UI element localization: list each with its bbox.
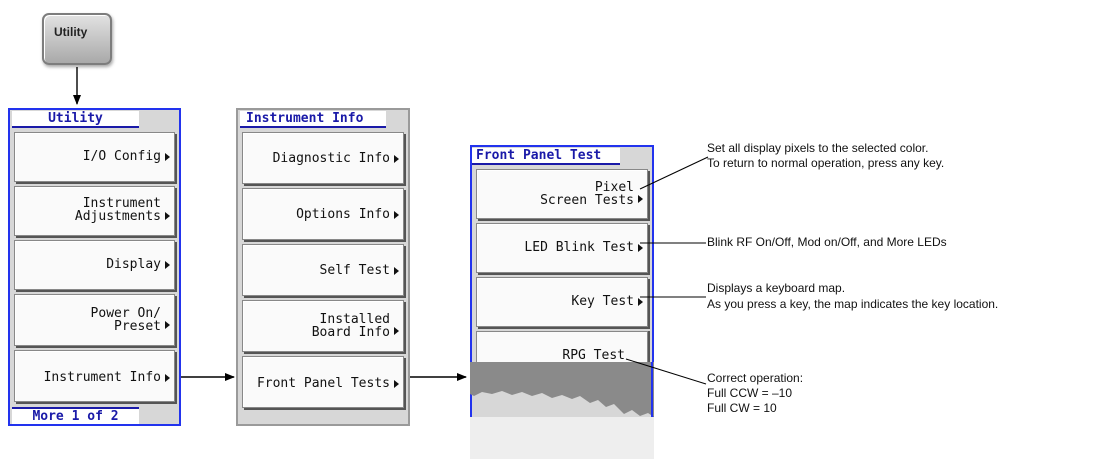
self-test-key[interactable]: Self Test — [242, 244, 404, 296]
torn-edge — [470, 362, 654, 417]
diagnostic-info-key[interactable]: Diagnostic Info — [242, 132, 404, 184]
utility-hardkey-label: Utility — [54, 25, 88, 39]
more-page-label: More 1 of 2 — [12, 407, 139, 424]
pixel-note-line1: Set all display pixels to the selected c… — [707, 141, 929, 155]
diagnostic-info-label: Diagnostic Info — [272, 151, 390, 166]
key-test-key[interactable]: Key Test — [476, 277, 648, 327]
submenu-arrow-icon — [165, 374, 170, 382]
led-note: Blink RF On/Off, Mod on/Off, and More LE… — [707, 235, 947, 249]
display-key[interactable]: Display — [14, 240, 175, 290]
utility-hardkey[interactable]: Utility — [42, 13, 112, 65]
instrument-info-label: Instrument Info — [43, 370, 161, 385]
instrument-info-tab: Instrument Info — [238, 110, 408, 128]
front-panel-tests-key[interactable]: Front Panel Tests — [242, 356, 404, 408]
key-note-line1: Displays a keyboard map. — [707, 281, 846, 295]
power-on-preset-label: Power On/Preset — [91, 307, 161, 333]
rpg-test-label: RPG Test — [562, 348, 625, 363]
front-panel-tests-label: Front Panel Tests — [256, 376, 390, 391]
power-on-preset-text: Power On/Preset — [90, 306, 161, 334]
io-config-key[interactable]: I/O Config — [14, 132, 175, 182]
submenu-arrow-icon — [394, 267, 399, 275]
self-test-label: Self Test — [319, 263, 390, 278]
instrument-info-menu: Instrument Info Diagnostic Info Options … — [236, 108, 410, 426]
options-info-label: Options Info — [296, 207, 390, 222]
submenu-arrow-icon — [165, 212, 170, 220]
submenu-arrow-icon — [394, 327, 399, 335]
more-tab[interactable]: More 1 of 2 — [10, 406, 179, 424]
submenu-arrow-icon — [394, 380, 399, 388]
display-label: Display — [106, 257, 161, 272]
options-info-key[interactable]: Options Info — [242, 188, 404, 240]
submenu-arrow-icon — [165, 261, 170, 269]
submenu-arrow-icon — [638, 298, 643, 306]
front-panel-test-title: Front Panel Test — [472, 148, 620, 165]
power-on-preset-key[interactable]: Power On/Preset — [14, 294, 175, 346]
led-blink-test-label: LED Blink Test — [524, 240, 634, 255]
submenu-arrow-icon — [165, 321, 170, 329]
key-test-label: Key Test — [571, 294, 634, 309]
submenu-arrow-icon — [638, 195, 643, 203]
instrument-info-key[interactable]: Instrument Info — [14, 350, 175, 402]
submenu-arrow-icon — [394, 211, 399, 219]
rpg-note-line2: Full CCW = –10 — [707, 386, 793, 400]
utility-menu-title: Utility — [12, 111, 139, 128]
rpg-note-line1: Correct operation: — [707, 371, 804, 385]
led-blink-test-key[interactable]: LED Blink Test — [476, 223, 648, 273]
rpg-leader-line — [625, 358, 707, 385]
front-panel-test-tab: Front Panel Test — [472, 147, 652, 165]
io-config-label: I/O Config — [82, 149, 161, 164]
instrument-info-title: Instrument Info — [240, 111, 386, 128]
pixel-note-line2: To return to normal operation, press any… — [707, 156, 945, 170]
utility-menu-tab: Utility — [10, 110, 179, 128]
submenu-arrow-icon — [394, 155, 399, 163]
key-note-line2: As you press a key, the map indicates th… — [707, 297, 999, 311]
rpg-note-line3: Full CW = 10 — [707, 401, 777, 415]
submenu-arrow-icon — [165, 153, 170, 161]
submenu-arrow-icon — [638, 244, 643, 252]
pixel-leader-line — [639, 156, 709, 190]
